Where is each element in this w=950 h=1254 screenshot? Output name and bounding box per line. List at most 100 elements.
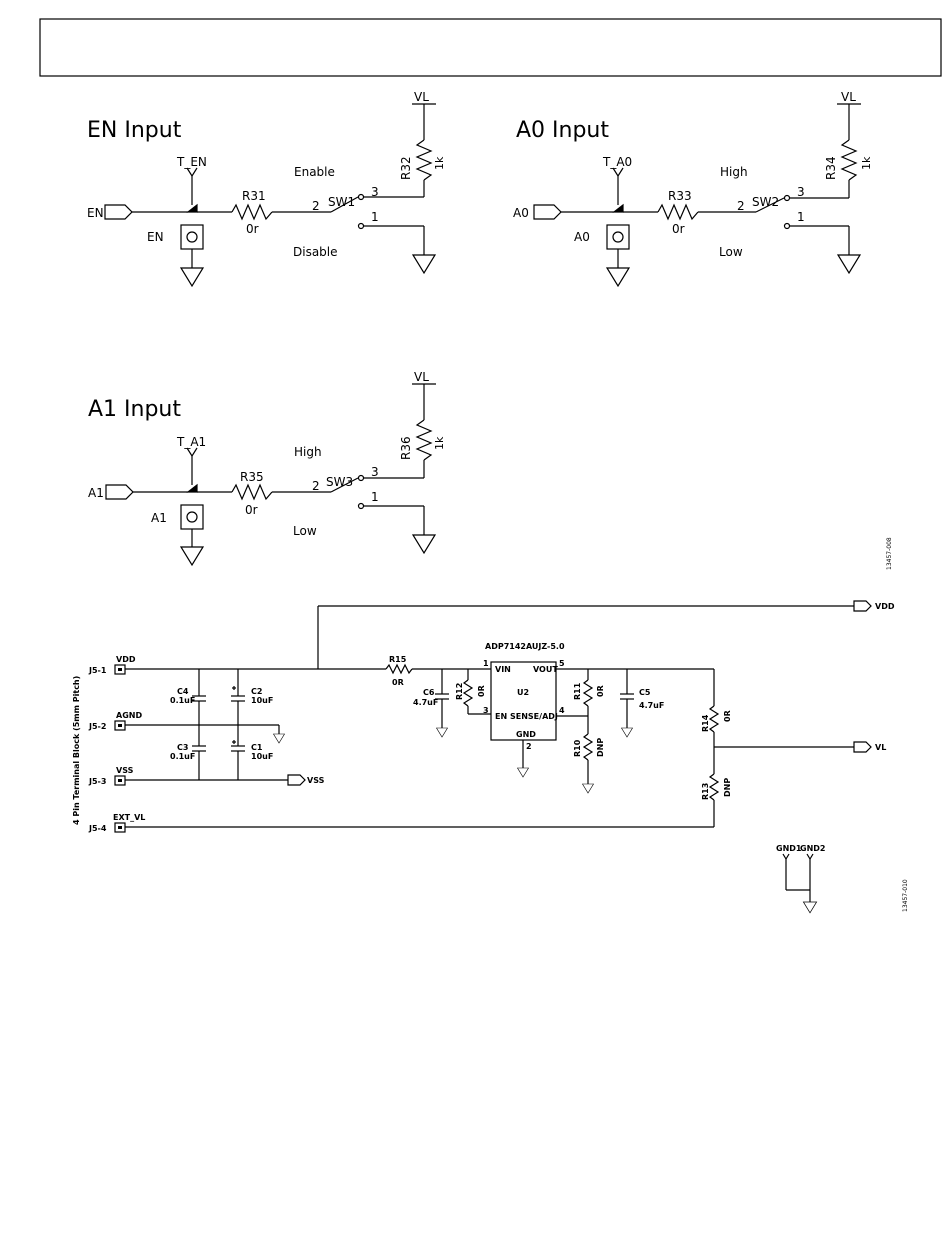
r35-resistor (231, 483, 273, 501)
a0-low-label: Low (719, 245, 743, 259)
a0-switch-ground-symbol (837, 254, 861, 274)
svg-text:1: 1 (371, 210, 379, 224)
vdd-output-port (853, 600, 872, 612)
c3-ref: C3 (177, 743, 188, 752)
r12-value: 0R (477, 685, 486, 697)
r15-value: 0R (392, 678, 404, 687)
agnd-ground-symbol (273, 733, 285, 744)
a0-section-title: A0 Input (516, 118, 609, 143)
r35-value: 0r (245, 503, 258, 517)
a0-testpoint-label: T_A0 (602, 155, 632, 169)
r31-value: 0r (246, 222, 259, 236)
en-enable-label: Enable (294, 165, 335, 179)
figure-id-top: 13457-008 (886, 537, 893, 570)
r11-resistor (582, 679, 594, 707)
a0-testpoint-marker (612, 203, 624, 213)
u2-pin-en: EN (495, 712, 507, 721)
sw2-switch-arm (755, 197, 785, 213)
u2-ref: U2 (517, 688, 529, 697)
c6-ref: C6 (423, 688, 435, 697)
sw1-switch-arm (330, 196, 359, 213)
sw3-switch-arm (330, 477, 359, 493)
a0-port-flag (533, 204, 562, 220)
title-block-frame (39, 18, 942, 77)
svg-text:2: 2 (312, 199, 320, 213)
r35-ref: R35 (240, 470, 264, 484)
r14-ref: R14 (701, 714, 710, 732)
r13-ref: R13 (701, 783, 710, 800)
net-vdd-label: VDD (116, 655, 136, 664)
c5-value: 4.7uF (639, 701, 664, 710)
en-disable-label: Disable (293, 245, 338, 259)
gnd1-label: GND1 (776, 844, 802, 853)
r36-value: 1k (433, 436, 446, 450)
a0-vl-label: VL (841, 90, 856, 104)
r33-value: 0r (672, 222, 685, 236)
r31-resistor (231, 203, 273, 221)
svg-text:3: 3 (483, 706, 489, 715)
a0-ground-symbol (606, 267, 630, 287)
a1-port-flag (105, 484, 134, 500)
a0-tp-pad (606, 224, 630, 250)
r34-resistor (840, 139, 858, 181)
en-ground-symbol (180, 267, 204, 287)
svg-text:2: 2 (312, 479, 320, 493)
svg-text:2: 2 (737, 199, 745, 213)
r12-ref: R12 (455, 683, 464, 700)
r10-value: DNP (596, 738, 605, 757)
r31-ref: R31 (242, 189, 266, 203)
en-vl-label: VL (414, 90, 429, 104)
svg-text:1: 1 (371, 490, 379, 504)
gnd2-label: GND2 (800, 844, 825, 853)
r34-value: 1k (860, 156, 873, 170)
svg-text:1: 1 (483, 659, 489, 668)
r32-ref: R32 (399, 156, 413, 180)
net-vss-label: VSS (116, 766, 134, 775)
en-port-flag (104, 204, 133, 220)
a0-tp-pad-label: A0 (574, 230, 590, 244)
c6-ground-symbol (436, 727, 448, 738)
r14-value: 0R (723, 710, 732, 722)
c2-ref: C2 (251, 687, 262, 696)
c2-value: 10uF (251, 696, 273, 705)
a1-section-title: A1 Input (88, 397, 181, 422)
en-switch-ground-symbol (412, 254, 436, 274)
sw2-ref: SW2 (752, 195, 779, 209)
en-input-section: EN Input EN T_EN EN R31 0r 2 SW1 3 1 Ena… (87, 90, 446, 287)
svg-text:3: 3 (797, 185, 805, 199)
c4-ref: C4 (177, 687, 189, 696)
vdd-output-label: VDD (875, 602, 895, 611)
r12-resistor (462, 679, 474, 707)
terminal-block-label: 4 Pin Terminal Block (5mm Pitch) (72, 676, 81, 825)
r10-ground-symbol (582, 783, 594, 794)
u2-pin-vin: VIN (495, 665, 511, 674)
a1-tp-pad (180, 504, 204, 530)
en-tp-pad-label: EN (147, 230, 164, 244)
r32-resistor (415, 139, 433, 181)
u2-pin-vout: VOUT (533, 665, 558, 674)
r11-ref: R11 (573, 682, 582, 700)
j5-4-label: J5-4 (88, 824, 107, 833)
a1-switch-ground-symbol (412, 534, 436, 554)
vl-output-label: VL (875, 743, 886, 752)
r11-value: 0R (596, 685, 605, 697)
vss-output-label: VSS (307, 776, 325, 785)
gnd-testpoints-ground-symbol (802, 901, 818, 914)
svg-text:5: 5 (559, 659, 565, 668)
r32-value: 1k (433, 156, 446, 170)
svg-text:4: 4 (559, 706, 565, 715)
en-testpoint-marker (186, 203, 198, 213)
r10-resistor (582, 733, 594, 761)
a1-port-label: A1 (88, 486, 104, 500)
r33-ref: R33 (668, 189, 692, 203)
sw1-ref: SW1 (328, 195, 355, 209)
svg-text:3: 3 (371, 465, 379, 479)
en-tp-pad (180, 224, 204, 250)
a1-ground-symbol (180, 546, 204, 566)
u2-pin-sense: SENSE/ADJ (510, 712, 558, 721)
a1-vl-label: VL (414, 370, 429, 384)
svg-text:1: 1 (797, 210, 805, 224)
u2-part-number: ADP7142AUJZ-5.0 (485, 642, 565, 651)
j5-1-label: J5-1 (88, 666, 107, 675)
